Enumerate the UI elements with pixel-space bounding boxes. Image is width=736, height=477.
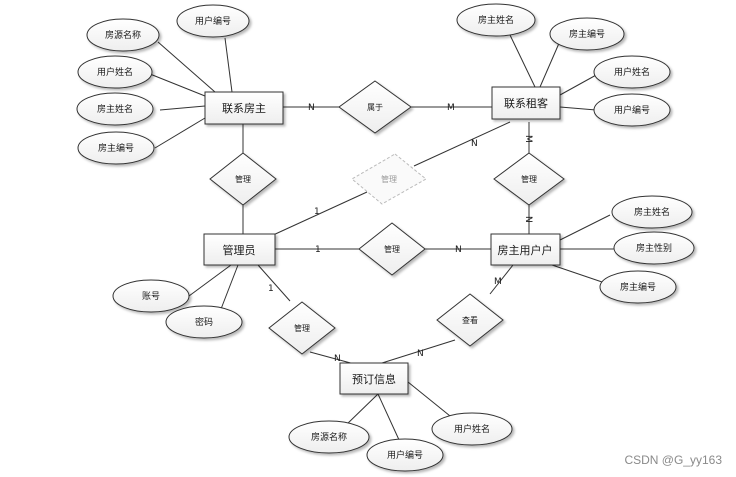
card-belongs-right: M: [447, 103, 455, 113]
relation-label: 管理: [294, 323, 310, 333]
attr-ct-user-name: 用户姓名: [593, 55, 671, 89]
svg-text:房主姓名: 房主姓名: [634, 206, 670, 218]
svg-text:房源名称: 房源名称: [311, 431, 347, 443]
card-manage-landlord: N: [455, 245, 462, 255]
relation-label: 管理: [235, 174, 251, 184]
attr-cl-owner-name: 房主姓名: [76, 92, 154, 126]
attr-ad-account: 账号: [112, 279, 190, 313]
relation-label: 属于: [367, 103, 383, 112]
relation-label: 管理: [384, 244, 400, 254]
svg-text:房主编号: 房主编号: [98, 142, 134, 154]
relation-manage-landlord-user: 管理: [358, 222, 426, 276]
attr-cl-house-name: 房源名称: [86, 18, 160, 52]
attr-lu-owner-name: 房主姓名: [611, 195, 693, 229]
card-admin-manage: 1: [315, 245, 321, 255]
svg-text:房源名称: 房源名称: [105, 29, 141, 41]
card-dashed-admin: 1: [314, 207, 320, 217]
attr-lu-owner-id: 房主编号: [599, 270, 677, 304]
entity-label: 管理员: [223, 243, 256, 257]
relation-manage-contact-tenant: 管理: [493, 152, 565, 206]
card-manage-booking: N: [334, 354, 341, 364]
watermark: CSDN @G_yy163: [624, 453, 722, 467]
relation-manage-booking: 管理: [268, 301, 336, 355]
entity-admin: 管理员: [203, 233, 276, 266]
card-landlord-view: M: [494, 277, 502, 287]
card-landlord-manage: N: [523, 216, 533, 223]
card-belongs-left: N: [308, 103, 315, 113]
attr-cl-user-name: 用户姓名: [77, 55, 153, 89]
relation-belongs: 属于: [338, 80, 412, 134]
relation-label: 管理: [381, 174, 397, 184]
attr-bk-house-name: 房源名称: [288, 420, 370, 454]
svg-text:房主性别: 房主性别: [636, 242, 672, 254]
svg-text:房主编号: 房主编号: [569, 28, 605, 40]
attr-bk-user-id: 用户编号: [366, 438, 444, 472]
attr-cl-user-id: 用户编号: [176, 4, 250, 38]
entity-booking: 预订信息: [339, 362, 409, 395]
cardinality-labels: N M N M 1 N 1 N 1 M N N: [268, 103, 533, 364]
svg-text:密码: 密码: [195, 316, 213, 328]
entity-contact-tenant: 联系租客: [491, 86, 561, 120]
attr-ad-password: 密码: [165, 305, 243, 339]
entity-contact-landlord: 联系房主: [204, 91, 284, 125]
relation-manage-contact-landlord: 管理: [209, 152, 277, 206]
entity-landlord-user: 房主用户户: [490, 233, 561, 266]
svg-text:用户姓名: 用户姓名: [97, 66, 133, 78]
attr-ct-user-id: 用户编号: [593, 93, 671, 127]
attr-cl-owner-id: 房主编号: [77, 131, 155, 165]
relation-manage-dashed: 管理: [351, 153, 427, 205]
svg-text:用户姓名: 用户姓名: [614, 66, 650, 78]
card-admin-booking-manage: 1: [268, 284, 274, 294]
entity-label: 预订信息: [352, 372, 396, 386]
entity-label: 联系租客: [504, 96, 548, 110]
svg-text:房主编号: 房主编号: [620, 281, 656, 293]
svg-text:用户编号: 用户编号: [614, 104, 650, 116]
attr-ct-owner-name: 房主姓名: [456, 3, 536, 37]
svg-text:用户编号: 用户编号: [195, 15, 231, 27]
svg-text:房主姓名: 房主姓名: [97, 103, 133, 115]
attribute-ellipses: 用户编号 房源名称 用户姓名 房主姓名 房主编号 房主姓名 房主编号 用户姓名: [76, 3, 695, 472]
svg-text:账号: 账号: [142, 291, 160, 302]
entity-label: 联系房主: [222, 102, 266, 115]
card-tenant-dashed: N: [471, 139, 478, 149]
card-tenant-manage: M: [523, 135, 533, 143]
connector-lines: [149, 34, 615, 443]
svg-text:房主姓名: 房主姓名: [478, 14, 514, 26]
relation-label: 管理: [521, 174, 537, 184]
attr-lu-owner-gender: 房主性别: [613, 231, 695, 265]
card-view-booking: N: [417, 349, 424, 359]
svg-text:用户姓名: 用户姓名: [454, 423, 490, 435]
relation-label: 查看: [462, 315, 478, 325]
svg-text:用户编号: 用户编号: [387, 449, 423, 461]
attr-ct-owner-id: 房主编号: [549, 17, 625, 51]
relation-view-booking: 查看: [436, 293, 504, 347]
entity-label: 房主用户户: [498, 243, 553, 257]
attr-bk-user-name: 用户姓名: [431, 412, 513, 446]
